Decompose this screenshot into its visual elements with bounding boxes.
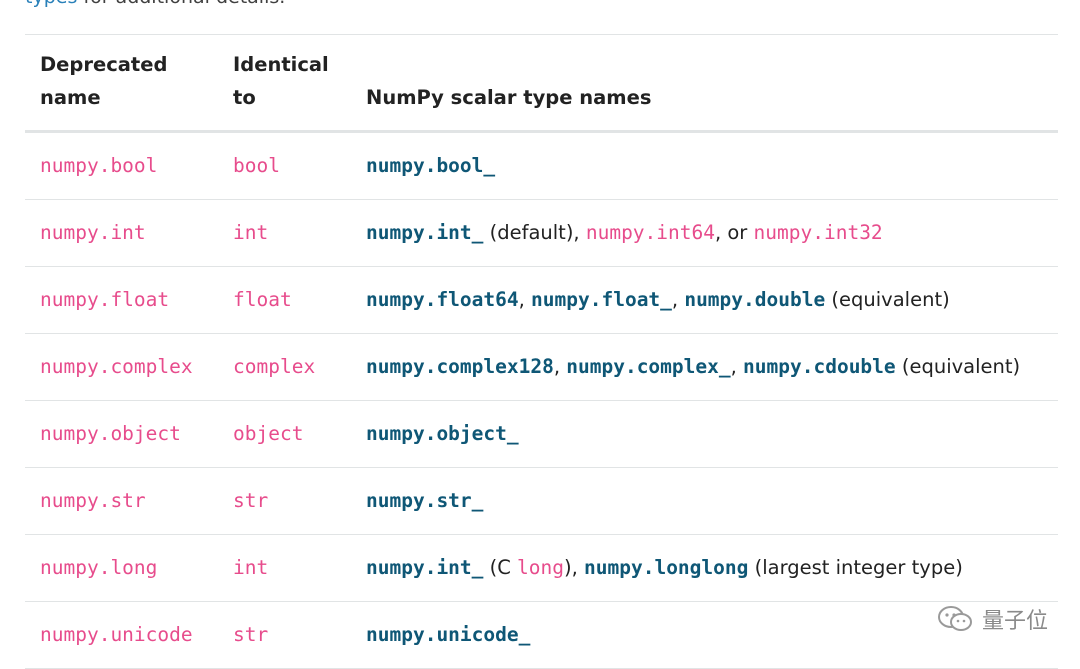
deprecated-name-cell: numpy.float <box>40 288 170 311</box>
numpy-type-link[interactable]: numpy.float64 <box>366 288 519 311</box>
deprecated-name-cell: numpy.int <box>40 221 146 244</box>
table-row: numpy.long int numpy.int_ (C long), numpy.… <box>25 535 1058 602</box>
deprecated-name-cell: numpy.object <box>40 422 181 445</box>
header-identical-to: Identical to <box>233 48 329 114</box>
table-row: numpy.bool bool numpy.bool_ <box>25 133 1058 200</box>
deprecated-name-cell: numpy.bool <box>40 154 158 177</box>
header-numpy-scalar-names: NumPy scalar type names <box>366 81 651 114</box>
numpy-names-cell: numpy.str_ <box>366 468 483 534</box>
identical-to-cell: str <box>233 623 269 646</box>
plain-text: , or <box>714 221 754 244</box>
plain-text: (default), <box>483 221 586 244</box>
numpy-names-cell: numpy.int_ (C long), numpy.longlong (lar… <box>366 535 963 601</box>
identical-to-cell: float <box>233 288 292 311</box>
numpy-names-cell: numpy.complex128, numpy.complex_, numpy.… <box>366 334 1020 400</box>
numpy-names-cell: numpy.bool_ <box>366 133 495 199</box>
types-link[interactable]: types <box>25 0 77 8</box>
inline-code: numpy.int32 <box>753 221 883 244</box>
plain-text: ), <box>564 556 585 579</box>
numpy-type-link[interactable]: numpy.int_ <box>366 221 484 244</box>
numpy-names-cell: numpy.float64, numpy.float_, numpy.doubl… <box>366 267 950 333</box>
header-deprecated-line1: Deprecated <box>40 53 168 76</box>
table-header-row: Deprecated name Identical to NumPy scala… <box>25 35 1058 133</box>
identical-to-cell: int <box>233 221 269 244</box>
deprecated-name-cell: numpy.long <box>40 556 158 579</box>
intro-rest: for additional details. <box>77 0 285 8</box>
identical-to-cell: int <box>233 556 269 579</box>
plain-text: (equivalent) <box>825 288 950 311</box>
numpy-type-link[interactable]: numpy.bool_ <box>366 154 496 177</box>
table-row: numpy.str str numpy.str_ <box>25 468 1058 535</box>
plain-text: , <box>553 355 567 378</box>
numpy-type-link[interactable]: numpy.cdouble <box>743 355 896 378</box>
numpy-type-link[interactable]: numpy.str_ <box>366 489 484 512</box>
deprecated-aliases-table: Deprecated name Identical to NumPy scala… <box>25 34 1058 669</box>
deprecated-name-cell: numpy.unicode <box>40 623 193 646</box>
table-row: numpy.int int numpy.int_ (default), numpy.… <box>25 200 1058 267</box>
numpy-type-link[interactable]: numpy.longlong <box>584 556 749 579</box>
numpy-type-link[interactable]: numpy.float_ <box>531 288 672 311</box>
numpy-names-cell: numpy.unicode_ <box>366 602 530 668</box>
plain-text: , <box>730 355 744 378</box>
numpy-type-link[interactable]: numpy.double <box>684 288 826 311</box>
wechat-icon <box>936 604 976 634</box>
header-identical-line2: to <box>233 86 256 109</box>
intro-text: types for additional details. <box>25 0 285 8</box>
numpy-type-link[interactable]: numpy.complex_ <box>566 355 731 378</box>
plain-text: (equivalent) <box>895 355 1021 378</box>
numpy-type-link[interactable]: numpy.int_ <box>366 556 484 579</box>
table-row: numpy.unicode str numpy.unicode_ <box>25 602 1058 669</box>
plain-text: (largest integer type) <box>748 556 963 579</box>
header-identical-line1: Identical <box>233 53 329 76</box>
numpy-names-cell: numpy.object_ <box>366 401 519 467</box>
identical-to-cell: bool <box>233 154 280 177</box>
numpy-type-link[interactable]: numpy.object_ <box>366 422 519 445</box>
identical-to-cell: str <box>233 489 269 512</box>
numpy-type-link[interactable]: numpy.complex128 <box>366 355 554 378</box>
table-row: numpy.object object numpy.object_ <box>25 401 1058 468</box>
deprecated-name-cell: numpy.complex <box>40 355 193 378</box>
table-row: numpy.float float numpy.float64, numpy.flo… <box>25 267 1058 334</box>
header-numpy-line: NumPy scalar type names <box>366 86 652 109</box>
table-row: numpy.complex complex numpy.complex128, nu… <box>25 334 1058 401</box>
numpy-type-link[interactable]: numpy.unicode_ <box>366 623 531 646</box>
identical-to-cell: object <box>233 422 304 445</box>
plain-text: , <box>671 288 685 311</box>
watermark-text: 量子位 <box>981 609 1048 634</box>
watermark: 量子位 <box>936 603 1048 635</box>
header-deprecated-name: Deprecated name <box>40 48 167 114</box>
plain-text: , <box>518 288 532 311</box>
inline-code: long <box>517 556 564 579</box>
numpy-names-cell: numpy.int_ (default), numpy.int64, or nu… <box>366 200 883 266</box>
plain-text: (C <box>483 556 518 579</box>
deprecated-name-cell: numpy.str <box>40 489 146 512</box>
header-deprecated-line2: name <box>40 86 101 109</box>
identical-to-cell: complex <box>233 355 316 378</box>
inline-code: numpy.int64 <box>585 221 715 244</box>
